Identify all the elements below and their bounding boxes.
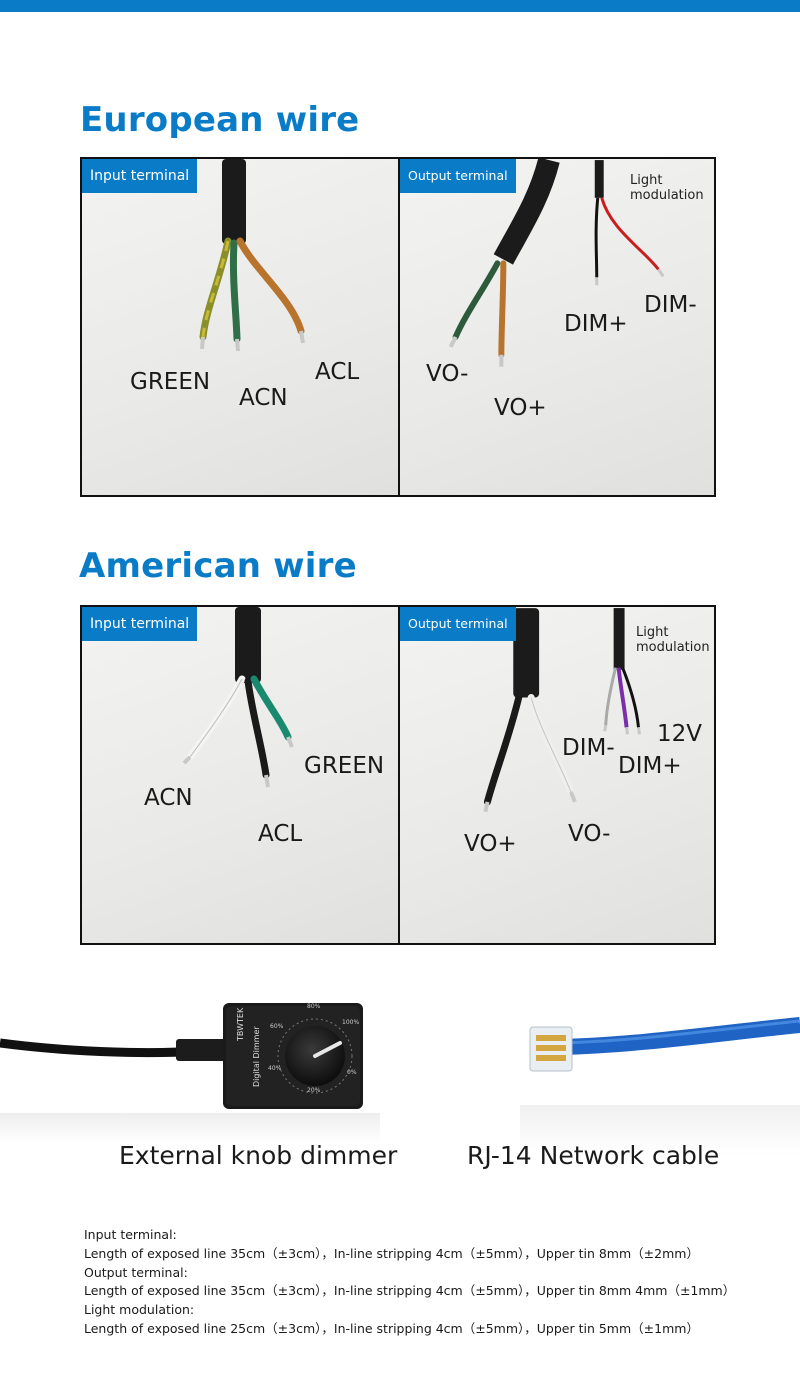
- european-input-panel: Input terminal GREEN ACN ACL: [82, 159, 398, 495]
- american-output-note: Light modulation: [636, 625, 710, 655]
- european-input-label-green: GREEN: [130, 369, 211, 395]
- american-input-label-acl: ACL: [258, 821, 303, 847]
- european-output-note: Light modulation: [630, 173, 704, 203]
- european-output-badge: Output terminal: [400, 159, 516, 193]
- product-showcase: TBWTEK Digital Dimmer 80% 60% 40% 20% 10…: [0, 985, 800, 1185]
- american-input-badge: Input terminal: [82, 607, 198, 641]
- american-input-panel: Input terminal ACN ACL GREEN: [82, 607, 398, 943]
- dial-mark-80: 80%: [307, 1003, 321, 1010]
- dimmer-brand-text: TBWTEK: [236, 1008, 245, 1041]
- spec-list: Input terminal: Length of exposed line 3…: [84, 1226, 774, 1339]
- american-input-label-green: GREEN: [304, 753, 385, 779]
- dial-mark-40: 40%: [268, 1065, 282, 1072]
- european-output-note-line1: Light: [630, 173, 663, 188]
- european-output-wires-illustration: [448, 159, 665, 367]
- european-wire-title: European wire: [80, 100, 360, 140]
- american-output-label-dim-plus: DIM+: [618, 753, 682, 779]
- european-output-label-vo-plus: VO+: [494, 395, 547, 421]
- american-output-note-line2: modulation: [636, 640, 710, 655]
- products-illustration: [0, 1003, 800, 1155]
- spec-line: Length of exposed line 35cm（±3cm），In-lin…: [84, 1245, 699, 1261]
- american-output-label-vo-minus: VO-: [568, 821, 611, 847]
- american-output-wires-illustration: [483, 608, 641, 813]
- dial-mark-100: 100%: [342, 1019, 360, 1026]
- american-output-label-12v: 12V: [657, 721, 703, 747]
- dimmer-model-text: Digital Dimmer: [252, 1026, 261, 1087]
- dial-mark-60: 60%: [270, 1023, 284, 1030]
- european-input-wires-illustration: [199, 159, 305, 352]
- american-output-label-vo-plus: VO+: [464, 831, 517, 857]
- european-output-panel: Output terminal Light modulation VO- VO+…: [398, 159, 714, 495]
- dimmer-caption: External knob dimmer: [119, 1141, 398, 1170]
- european-input-label-acl: ACL: [315, 359, 360, 385]
- american-output-panel: Output terminal Light modulation DIM- 12…: [398, 607, 714, 943]
- dial-mark-0: 0%: [347, 1069, 357, 1076]
- european-input-badge: Input terminal: [82, 159, 198, 193]
- dial-mark-20: 20%: [307, 1087, 321, 1094]
- spec-line: Length of exposed line 35cm（±3cm），In-lin…: [84, 1283, 736, 1299]
- european-input-label-acn: ACN: [239, 385, 288, 411]
- cable-caption: RJ-14 Network cable: [467, 1141, 720, 1170]
- american-wire-panels: Input terminal ACN ACL GREEN Output term…: [80, 605, 716, 945]
- european-wire-panels: Input terminal GREEN ACN ACL Output term…: [80, 157, 716, 497]
- spec-line: Input terminal:: [84, 1227, 177, 1242]
- spec-line: Light modulation:: [84, 1302, 195, 1318]
- european-output-label-dim-plus: DIM+: [564, 311, 628, 337]
- spec-line: Output terminal:: [84, 1264, 188, 1280]
- american-output-badge: Output terminal: [400, 607, 516, 641]
- dimmer-brand: TBWTEK: [236, 1007, 245, 1041]
- dimmer-model: Digital Dimmer: [252, 1026, 261, 1087]
- spec-line: Length of exposed line 25cm（±3cm），In-lin…: [84, 1320, 699, 1336]
- american-output-label-dim-minus: DIM-: [562, 735, 615, 761]
- american-output-note-line1: Light: [636, 625, 669, 640]
- european-output-note-line2: modulation: [630, 188, 704, 203]
- european-output-label-dim-minus: DIM-: [644, 292, 697, 318]
- american-input-wires-illustration: [182, 607, 294, 788]
- top-accent-bar: [0, 0, 800, 12]
- american-wire-title: American wire: [79, 546, 357, 586]
- american-input-label-acn: ACN: [144, 785, 193, 811]
- european-output-label-vo-minus: VO-: [426, 361, 469, 387]
